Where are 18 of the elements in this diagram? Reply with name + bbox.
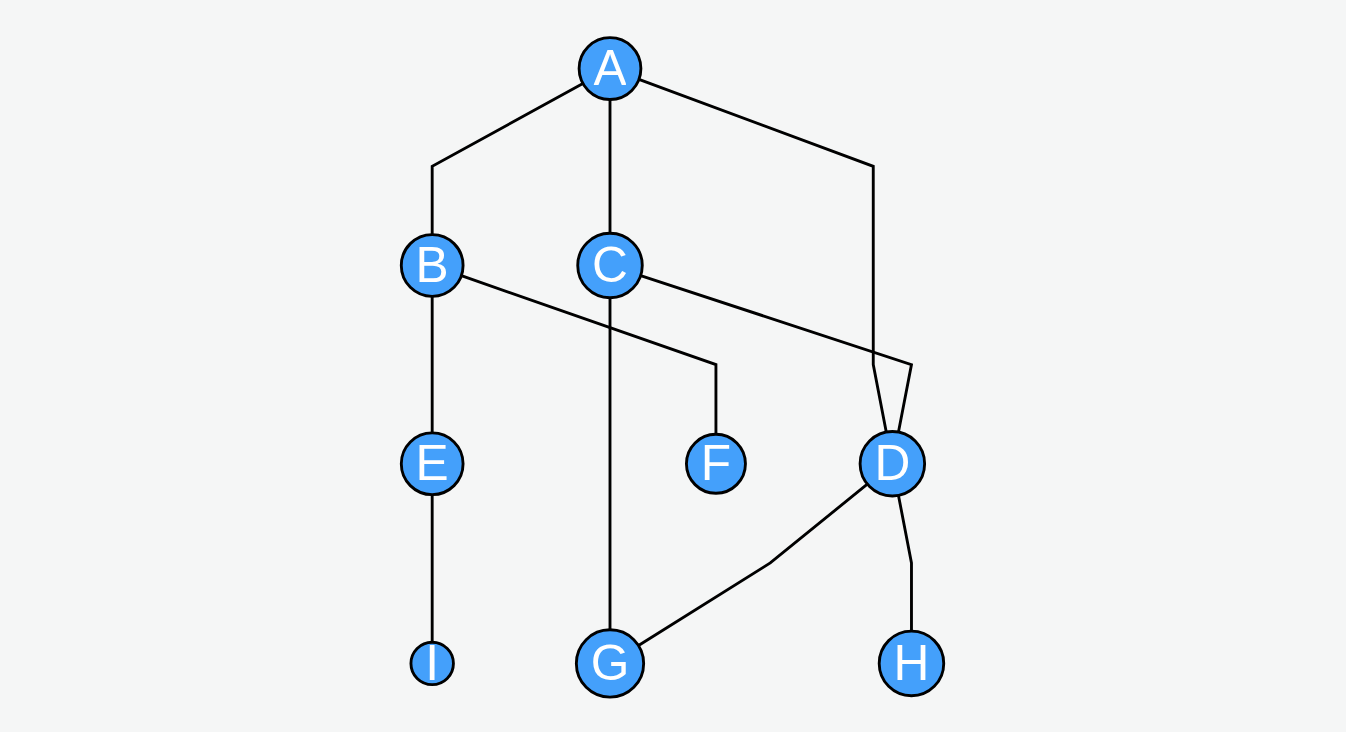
connector	[897, 495, 914, 632]
connector	[431, 296, 435, 433]
node-circle: C	[576, 231, 645, 300]
node-circle: E	[400, 431, 465, 497]
connector	[461, 274, 718, 435]
connector	[609, 99, 612, 234]
node-circle: D	[859, 430, 927, 498]
node-circle: A	[578, 36, 643, 101]
connector	[640, 274, 914, 433]
connector	[638, 483, 869, 647]
connector	[609, 297, 612, 630]
connector	[431, 494, 435, 643]
node-circle: B	[400, 233, 465, 298]
node-circle: I	[410, 640, 456, 687]
node-circle: H	[878, 629, 946, 698]
connector	[431, 82, 585, 235]
node-circle: G	[575, 628, 646, 699]
node-circle: F	[685, 432, 748, 495]
